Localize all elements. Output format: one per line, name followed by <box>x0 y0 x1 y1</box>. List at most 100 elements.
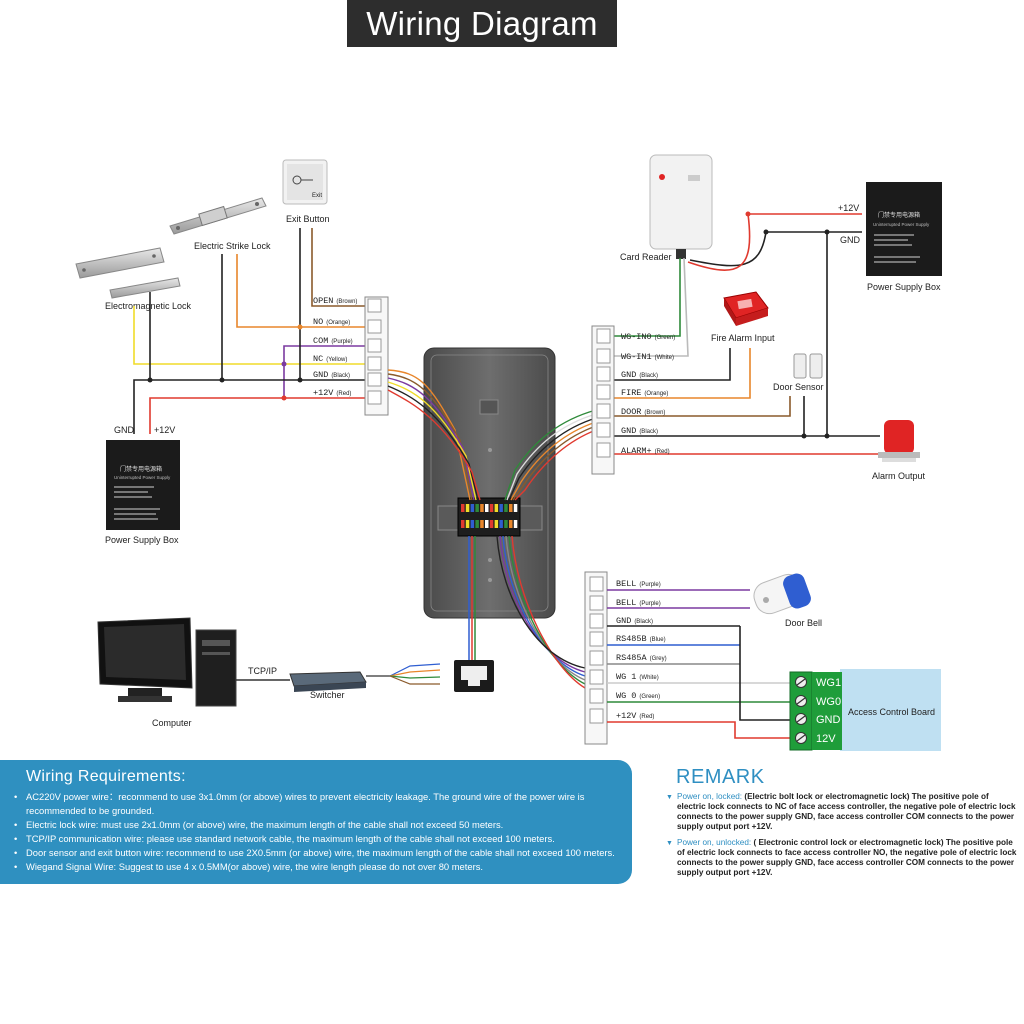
door-sensor-icon <box>793 353 823 379</box>
terminal-screw <box>367 298 382 313</box>
alarm-output-icon <box>878 420 920 462</box>
connector-pin <box>461 504 465 512</box>
network-cable <box>468 536 476 660</box>
connector-pin <box>494 520 499 528</box>
access-control-board <box>789 669 941 751</box>
right-bottom-terminal-label: WG 1(White) <box>616 672 659 682</box>
psu-right-12v-label: +12V <box>838 203 859 213</box>
door-bell-label: Door Bell <box>785 618 822 628</box>
connector-pin <box>513 520 518 528</box>
remark-text: (Electric bolt lock or electromagnetic l… <box>677 792 1016 831</box>
remark-lead: Power on, locked: <box>677 792 743 801</box>
electric-strike-lock-icon <box>169 197 267 235</box>
terminal-wire-color: (Purple) <box>639 582 660 588</box>
connector-pin <box>470 504 475 512</box>
terminal-wire-color: (Brown) <box>336 299 357 305</box>
terminal-name: GND <box>621 370 636 380</box>
power-supply-box-left-label: Power Supply Box <box>105 535 179 545</box>
requirement-item: Electric lock wire: must use 2x1.0mm (or… <box>14 818 626 832</box>
terminal-wire-color: (Orange) <box>644 391 668 397</box>
connector-pin <box>461 520 465 528</box>
terminal-name: OPEN <box>313 296 333 306</box>
access-control-board-label: Access Control Board <box>848 707 935 717</box>
terminal-wire-color: (Green) <box>655 335 676 341</box>
switch-cable <box>366 663 441 685</box>
terminal-name: GND <box>621 426 636 436</box>
card-reader-icon <box>649 154 713 259</box>
terminal-name: GND <box>313 370 328 380</box>
terminal-name: +12V <box>313 388 334 398</box>
computer-label: Computer <box>152 718 192 728</box>
remark-lead: Power on, unlocked: <box>677 838 752 847</box>
terminal-screw <box>596 384 611 400</box>
right-bottom-terminal-label: RS485A(Grey) <box>616 653 667 663</box>
terminal-wire-color: (Brown) <box>644 410 665 416</box>
terminal-name: BELL <box>616 598 636 608</box>
card-reader-label: Card Reader <box>620 252 672 262</box>
door-sensor-wires <box>596 396 880 455</box>
fire-alarm-icon <box>723 291 769 326</box>
terminal-name: RS485A <box>616 653 648 663</box>
remark-title: REMARK <box>676 766 765 788</box>
right-bottom-terminal-label: GND(Black) <box>616 616 653 626</box>
switcher-icon <box>289 671 367 692</box>
connector-pin <box>485 504 489 512</box>
diagram-title: Wiring Diagram <box>347 0 617 47</box>
wiring-requirements-list: AC220V power wire：recommend to use 3x1.0… <box>14 790 626 874</box>
right-bottom-terminal-label: BELL(Purple) <box>616 579 661 589</box>
triangle-icon: ▼ <box>666 840 673 847</box>
connector-pin <box>465 504 470 512</box>
remark-item-locked: ▼ Power on, locked: (Electric bolt lock … <box>666 792 1018 832</box>
terminal-screw <box>367 356 382 371</box>
connector-pin <box>475 504 479 512</box>
exit-button-label: Exit Button <box>286 214 330 224</box>
left-terminal-label: GND(Black) <box>313 370 350 380</box>
terminal-name: ALARM+ <box>621 446 652 456</box>
terminal-wire-color: (Purple) <box>639 601 660 607</box>
terminal-name: DOOR <box>621 407 641 417</box>
terminal-wire-color: (Yellow) <box>326 357 347 363</box>
switcher-label: Switcher <box>310 690 345 700</box>
terminal-wire-color: (Red) <box>655 449 670 455</box>
connector-pin <box>509 520 513 528</box>
board-screw-slot <box>796 697 806 705</box>
terminal-name: NC <box>313 354 323 364</box>
connector-pin <box>489 520 494 528</box>
connector-pin <box>489 504 494 512</box>
terminal-name: RS485B <box>616 634 647 644</box>
connector-pin <box>504 520 508 528</box>
right-top-terminal-label: GND(Black) <box>621 370 658 380</box>
terminal-wire-color: (Black) <box>639 429 658 435</box>
connector-pin <box>480 504 484 512</box>
terminal-screw <box>589 708 604 724</box>
right-top-terminal-label: GND(Black) <box>621 426 658 436</box>
board-terminal-label: WG0 <box>816 696 841 708</box>
terminal-screw <box>589 688 604 704</box>
board-screw-slot <box>796 734 806 742</box>
psu-left-12v-label: +12V <box>154 425 175 435</box>
electromagnetic-lock-label: Electromagnetic Lock <box>105 301 192 311</box>
connector-pin <box>485 520 489 528</box>
board-terminal-label: 12V <box>816 733 836 745</box>
triangle-icon: ▼ <box>666 794 673 801</box>
terminal-wire-color: (Red) <box>639 714 654 720</box>
door-sensor-label: Door Sensor <box>773 382 824 392</box>
right-top-terminal-label: WG-IN1(White) <box>621 352 674 362</box>
remark-item-unlocked: ▼ Power on, unlocked: ( Electronic contr… <box>666 838 1018 878</box>
power-supply-box-right-icon: 门禁专用电源箱 Uninterrupted Power Supply <box>866 182 942 276</box>
fire-alarm-input-label: Fire Alarm Input <box>711 333 775 343</box>
face-access-controller <box>423 347 556 619</box>
terminal-name: BELL <box>616 579 636 589</box>
power-supply-box-left-icon: 门禁专用电源箱 Uninterrupted Power Supply <box>106 440 180 530</box>
terminal-name: WG-IN1 <box>621 352 652 362</box>
connector-pin <box>470 520 475 528</box>
terminal-screw <box>589 576 604 592</box>
terminal-wire-color: (White) <box>655 355 674 361</box>
terminal-wire-color: (Red) <box>336 391 351 397</box>
right-top-terminal-label: ALARM+(Red) <box>621 446 670 456</box>
terminal-wire-color: (Grey) <box>650 656 667 662</box>
terminal-wire-color: (Blue) <box>650 637 666 643</box>
connector-pin <box>499 504 503 512</box>
requirement-item: TCP/IP communication wire: please use st… <box>14 832 626 846</box>
